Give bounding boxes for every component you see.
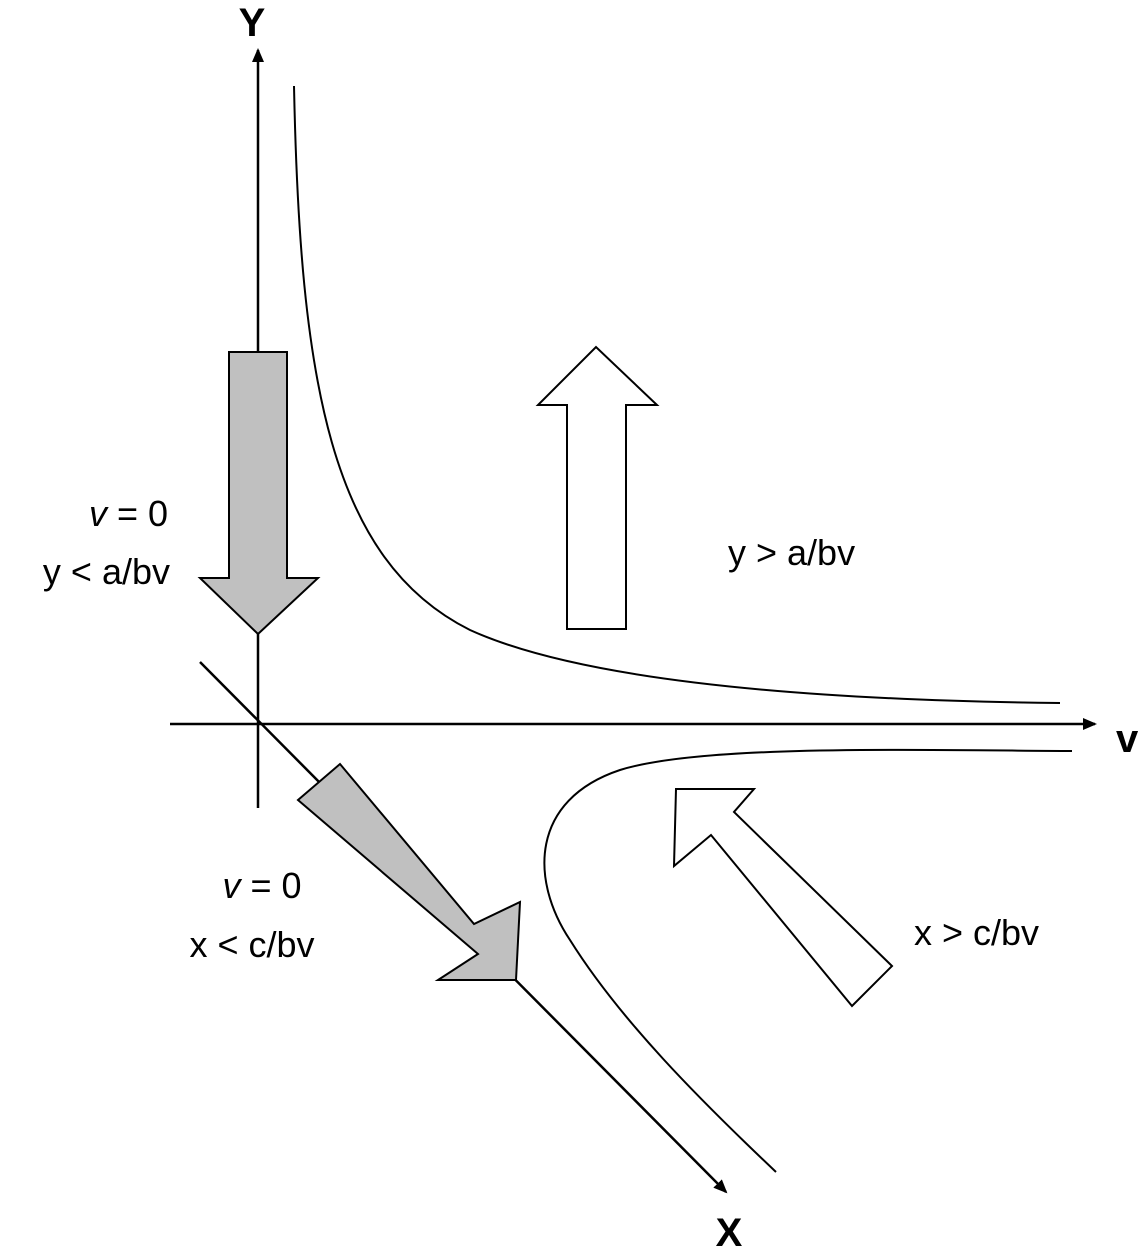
- x-region-label: x > c/bv: [914, 912, 1039, 953]
- x-nullcline-condition: x < c/bv: [189, 924, 314, 965]
- white-diagonal-arrow: [672, 788, 894, 1008]
- lower-boundary-curve: [543, 748, 1073, 1173]
- y-nullcline-condition: y < a/bv: [43, 551, 170, 592]
- white-up-arrow: [535, 345, 660, 630]
- v-axis-label: v: [1116, 717, 1139, 761]
- gray-down-arrow: [197, 351, 321, 636]
- x-axis-label: X: [716, 1211, 743, 1254]
- y-axis-label: Y: [239, 1, 266, 45]
- x-nullcline-equation: v = 0: [222, 865, 301, 906]
- y-region-label: y > a/bv: [728, 532, 855, 573]
- upper-boundary-curve: [293, 85, 1061, 704]
- gray-diagonal-arrow: [296, 762, 522, 981]
- y-nullcline-equation: v = 0: [89, 493, 168, 534]
